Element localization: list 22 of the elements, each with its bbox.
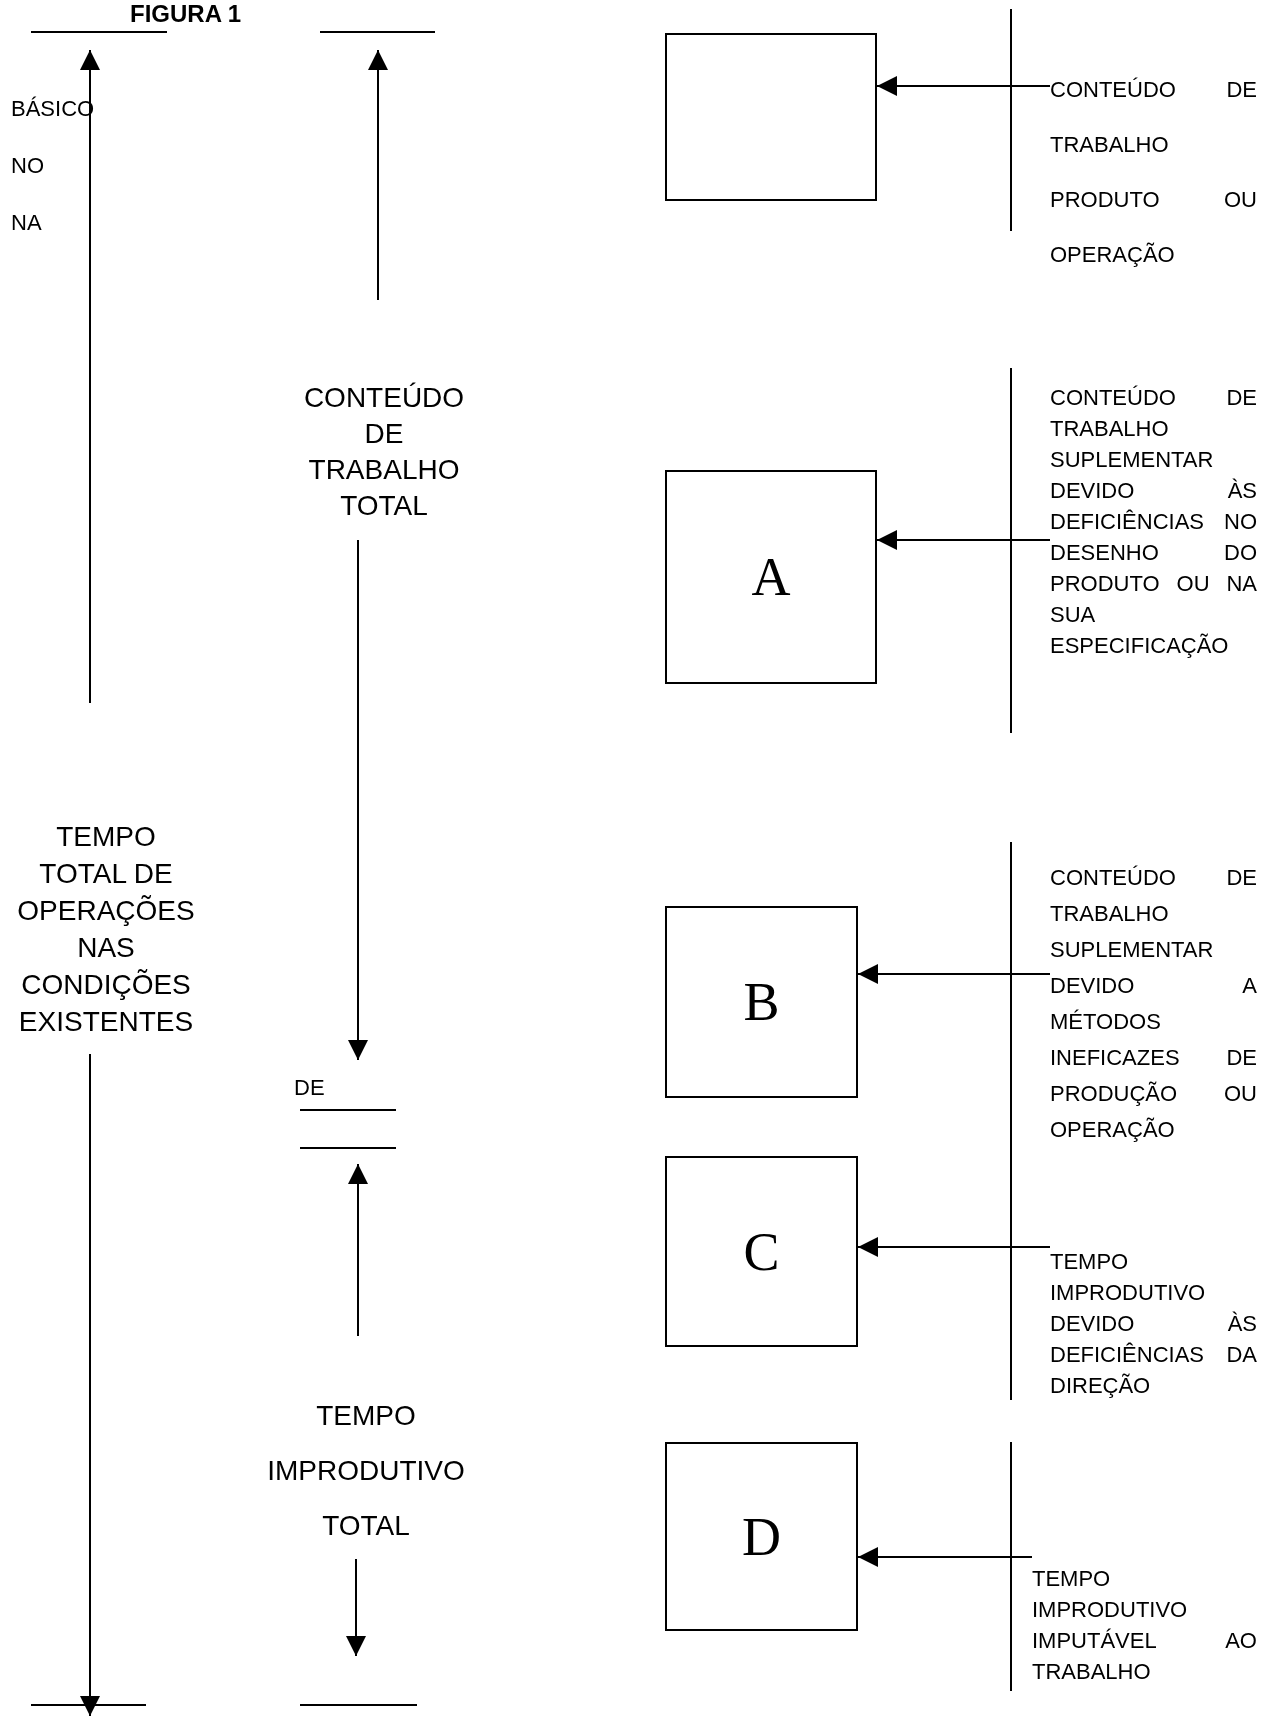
arrow — [857, 964, 1051, 984]
description-text: CONTEÚDO DE TRABALHO SUPLEMENTAR DEVIDO ÀS DEFICIÊNCIAS NO DESENHO DO PRODUTO OU NA SUA ESPECIFICAÇÃO — [1050, 382, 1257, 661]
dimension-label: TEMPO IMPRODUTIVO TOTAL — [266, 1399, 466, 1543]
side-word: NA — [11, 210, 42, 236]
arrow — [876, 530, 1051, 550]
dimension-label: TEMPO TOTAL DE OPERAÇÕES NAS CONDIÇÕES EXISTENTES — [16, 820, 196, 1039]
description-text: TEMPO IMPRODUTIVO IMPUTÁVEL AO TRABALHO — [1032, 1563, 1257, 1687]
letter-box: A — [665, 470, 877, 684]
description-text: CONTEÚDO DE TRABALHO PRODUTO OU OPERAÇÃO — [1050, 62, 1257, 282]
letter-box: D — [665, 1442, 858, 1631]
description-text: CONTEÚDO DE TRABALHO SUPLEMENTAR DEVIDO A MÉTODOS INEFICAZES DE PRODUÇÃO OU OPERAÇÃO — [1050, 860, 1257, 1148]
figure-title: FIGURA 1 — [130, 0, 242, 28]
letter-box: C — [665, 1156, 858, 1347]
empty-box — [665, 33, 877, 201]
letter-box: B — [665, 906, 858, 1098]
dimension-label: CONTEÚDO DE TRABALHO TOTAL — [302, 381, 466, 523]
arrow — [857, 1237, 1051, 1257]
side-word: NO — [11, 153, 44, 179]
side-word: DE — [294, 1075, 325, 1101]
arrow — [876, 76, 1051, 96]
arrow — [857, 1547, 1033, 1567]
description-text: TEMPO IMPRODUTIVO DEVIDO ÀS DEFICIÊNCIAS DA DIREÇÃO — [1050, 1246, 1257, 1401]
